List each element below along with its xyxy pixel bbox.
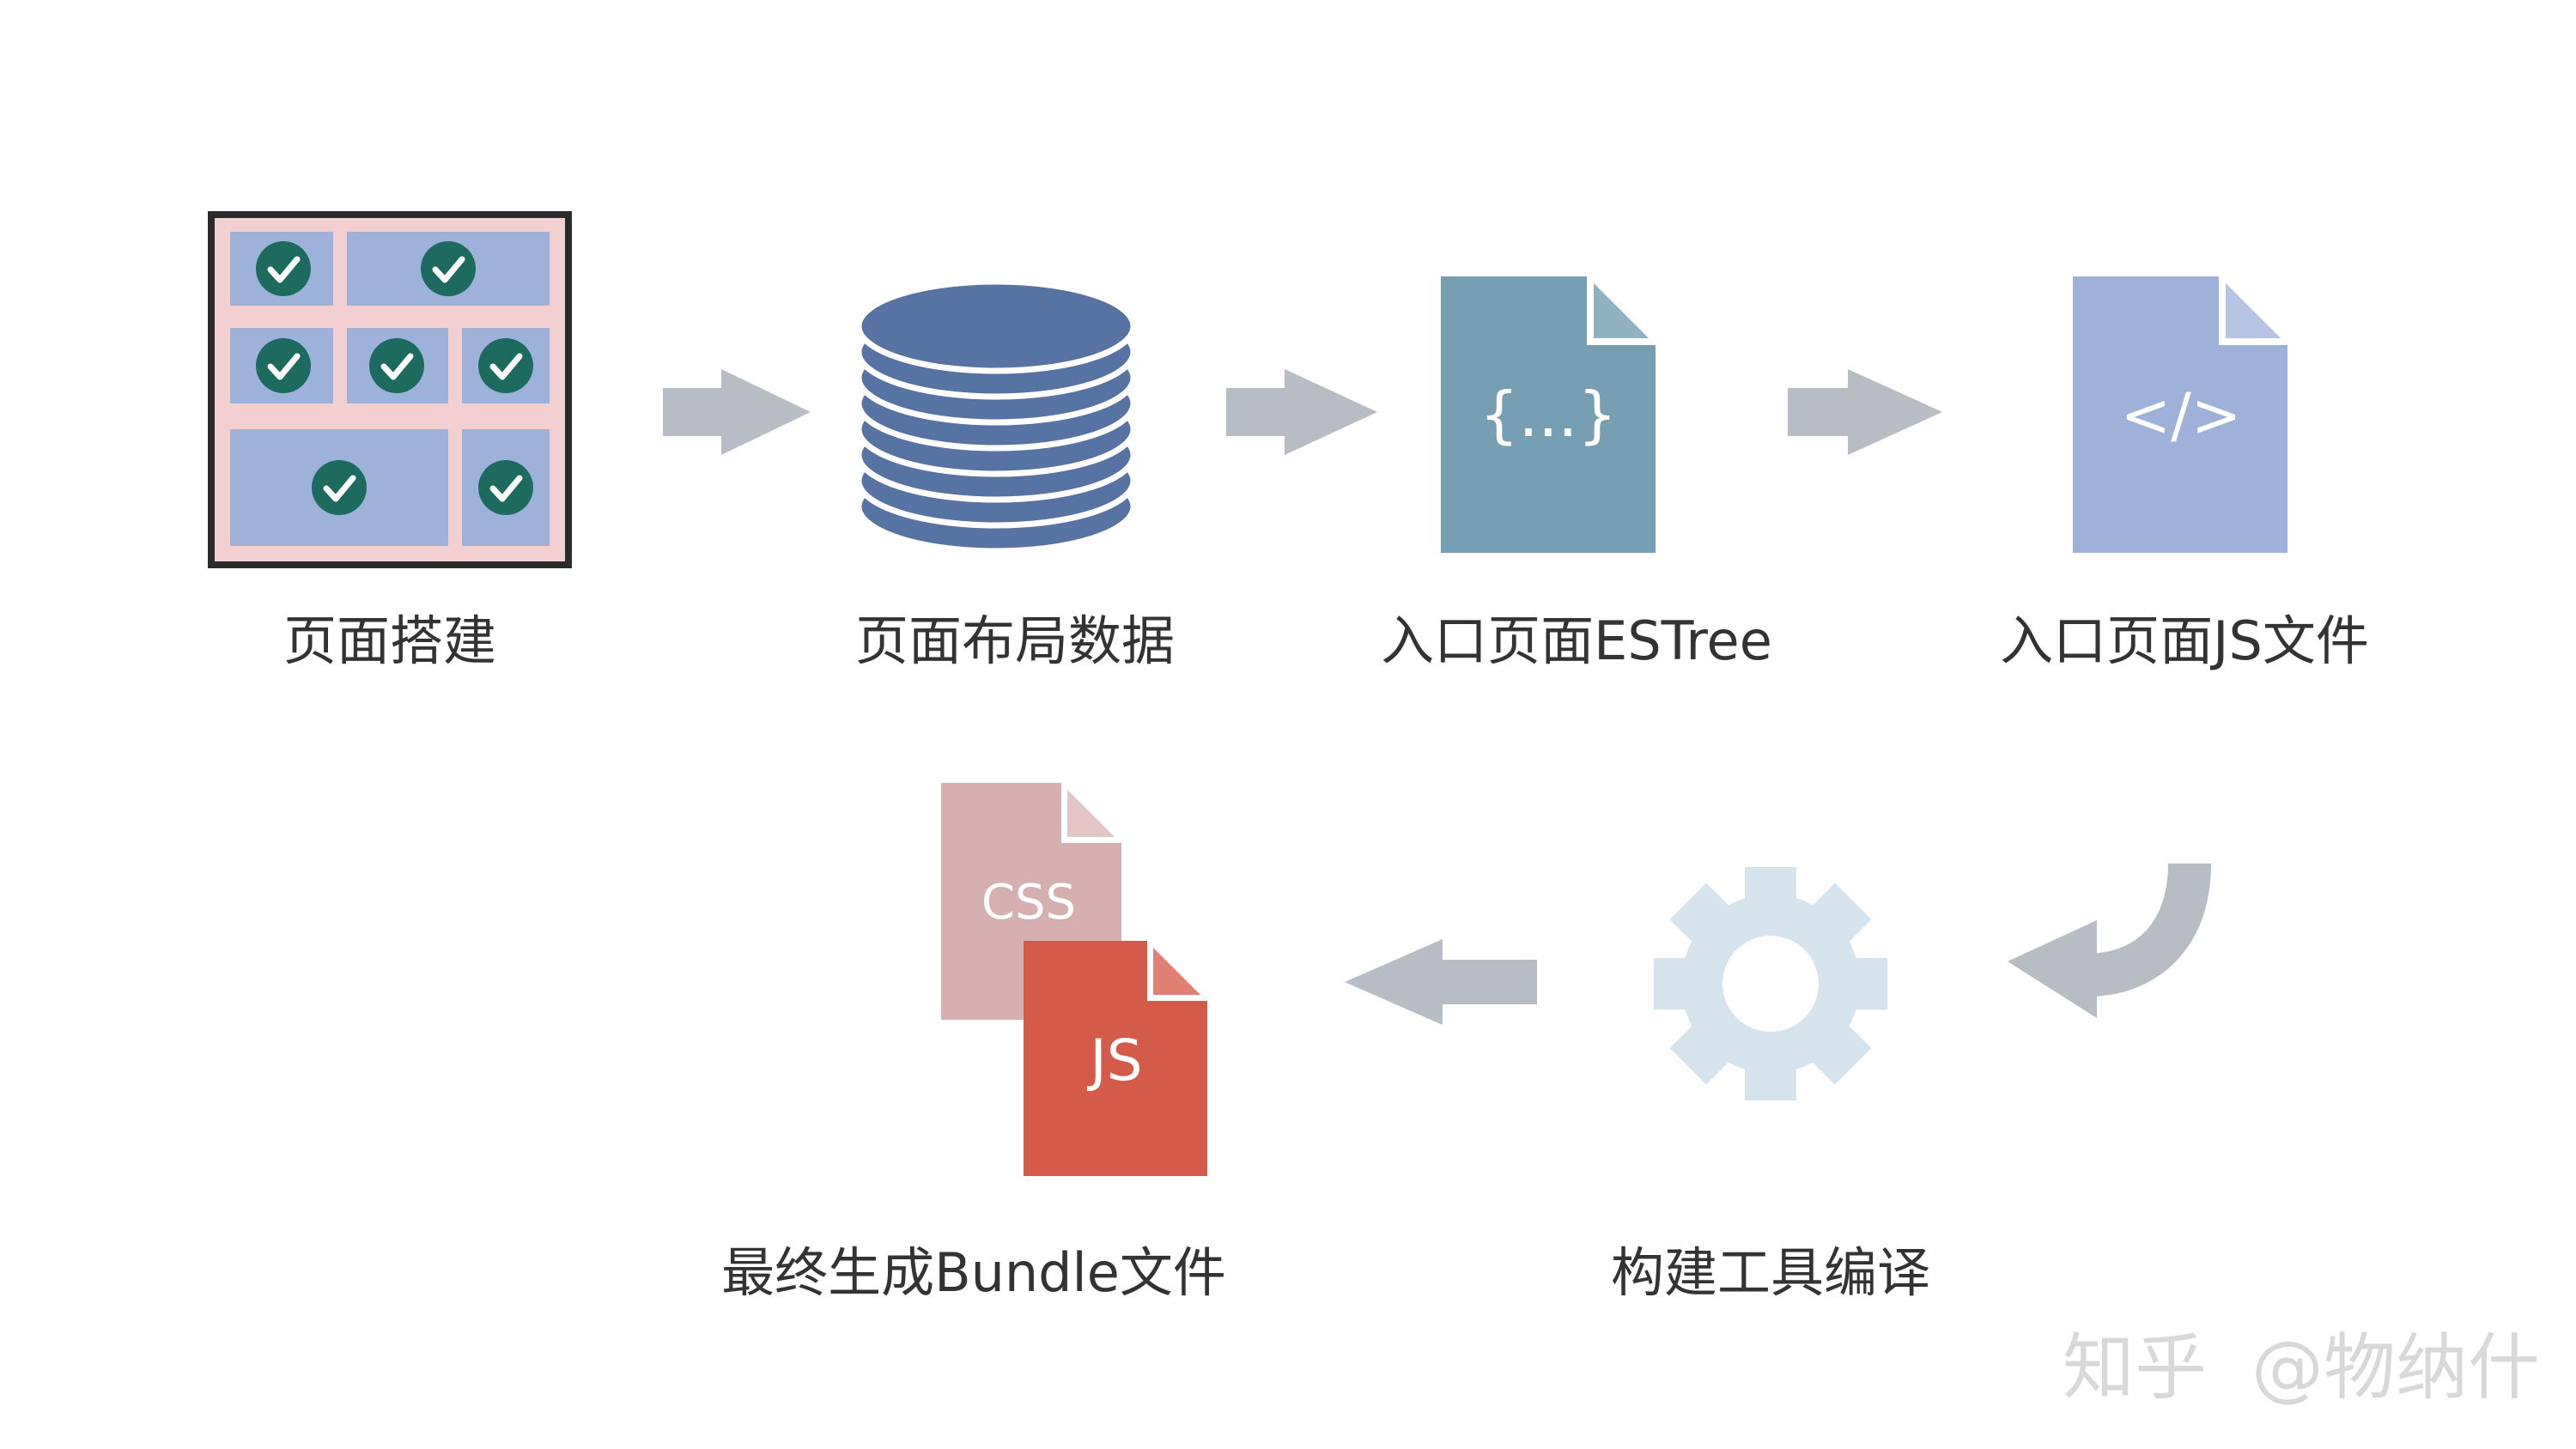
js-glyph: JS (1086, 1028, 1142, 1094)
gear-icon (1654, 867, 1887, 1100)
braces-glyph: {...} (1479, 379, 1617, 451)
watermark: 知乎 @物纳什 (2063, 1325, 2540, 1410)
page-build-icon (208, 211, 572, 568)
watermark-handle: @物纳什 (2251, 1325, 2540, 1410)
code-file-icon: </> (2073, 276, 2287, 553)
check-icon (312, 460, 367, 515)
database-icon (855, 278, 1137, 555)
check-icon (478, 460, 533, 515)
check-icon (421, 241, 476, 296)
arrow-right-icon (1788, 369, 1942, 455)
code-glyph: </> (2121, 380, 2242, 451)
check-icon (478, 338, 533, 393)
arrow-left-icon (1345, 939, 1537, 1025)
check-icon (256, 338, 311, 393)
step-label-bundle: 最终生成Bundle文件 (721, 1241, 1226, 1304)
check-icon (256, 241, 311, 296)
check-icon (369, 338, 424, 393)
step-label-entry-js: 入口页面JS文件 (2000, 609, 2369, 672)
step-label-build-tool: 构建工具编译 (1611, 1241, 1930, 1304)
step-label-layout-data: 页面布局数据 (855, 609, 1175, 672)
step-label-page-build: 页面搭建 (283, 609, 496, 672)
watermark-site: 知乎 (2063, 1325, 2207, 1410)
arrow-right-icon (1226, 369, 1377, 455)
braces-file-icon: {...} (1441, 276, 1656, 553)
curved-arrow-icon (2008, 863, 2211, 1018)
css-js-files-icon: CSS JS (941, 783, 1207, 1176)
arrow-right-icon (663, 369, 811, 455)
step-label-entry-estree: 入口页面ESTree (1381, 609, 1772, 672)
css-glyph: CSS (981, 875, 1076, 931)
